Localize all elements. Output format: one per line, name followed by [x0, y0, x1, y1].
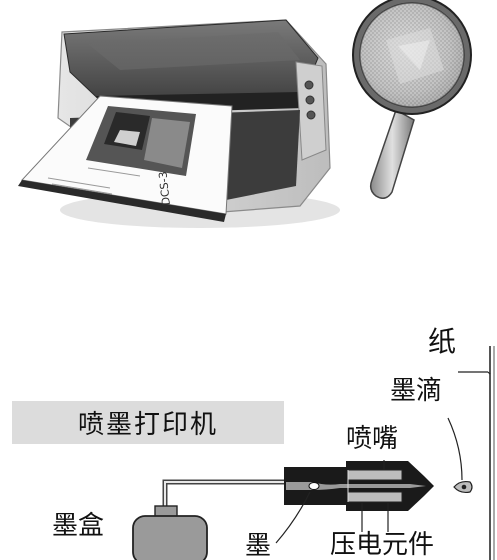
printer-illustration: [18, 19, 340, 228]
label-cartridge: 墨盒: [52, 511, 105, 541]
nozzle-diagram: [132, 346, 495, 560]
label-piezo: 压电元件: [330, 530, 435, 560]
title-box: 喷墨打印机: [12, 401, 284, 444]
label-droplet: 墨滴: [390, 376, 443, 406]
printout-text: DCS-3: [156, 171, 172, 206]
title-label: 喷墨打印机: [77, 410, 218, 440]
label-ink: 墨: [245, 531, 272, 560]
label-nozzle: 喷嘴: [346, 424, 399, 454]
label-paper: 纸: [428, 325, 457, 358]
magnifier-illustration: [352, 0, 472, 199]
